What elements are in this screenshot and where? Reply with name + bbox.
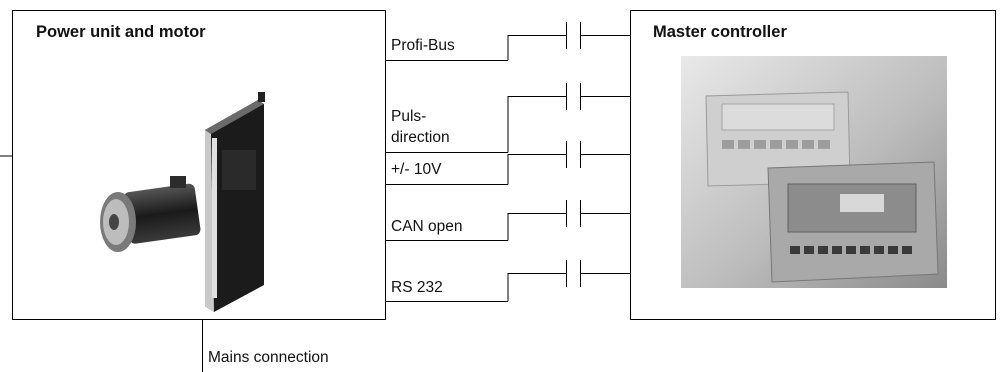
master-controller-image (681, 56, 947, 288)
interface-line-rs232 (386, 260, 630, 302)
interface-line-profibus (386, 22, 630, 61)
interface-label-rs232: RS 232 (391, 279, 443, 296)
interface-line-puls-direction (386, 83, 630, 153)
interface-label-canopen: CAN open (391, 218, 463, 235)
interface-label-puls: Puls- (391, 108, 427, 125)
interface-line-analog (386, 141, 630, 185)
interface-lines (386, 22, 630, 302)
interface-label-analog: +/- 10V (391, 161, 442, 178)
mains-connection-label: Mains connection (208, 349, 329, 366)
motor-drive-image (100, 92, 265, 312)
master-controller-title: Master controller (653, 23, 787, 41)
interface-label-direction: direction (391, 129, 450, 146)
interface-label-profibus: Profi-Bus (391, 37, 455, 54)
interface-line-canopen (386, 200, 630, 241)
controller-panel-back (705, 91, 851, 187)
master-controller-box (630, 10, 996, 320)
power-unit-title: Power unit and motor (36, 23, 206, 41)
controller-panel-front (767, 161, 939, 283)
power-unit-box (12, 10, 386, 320)
